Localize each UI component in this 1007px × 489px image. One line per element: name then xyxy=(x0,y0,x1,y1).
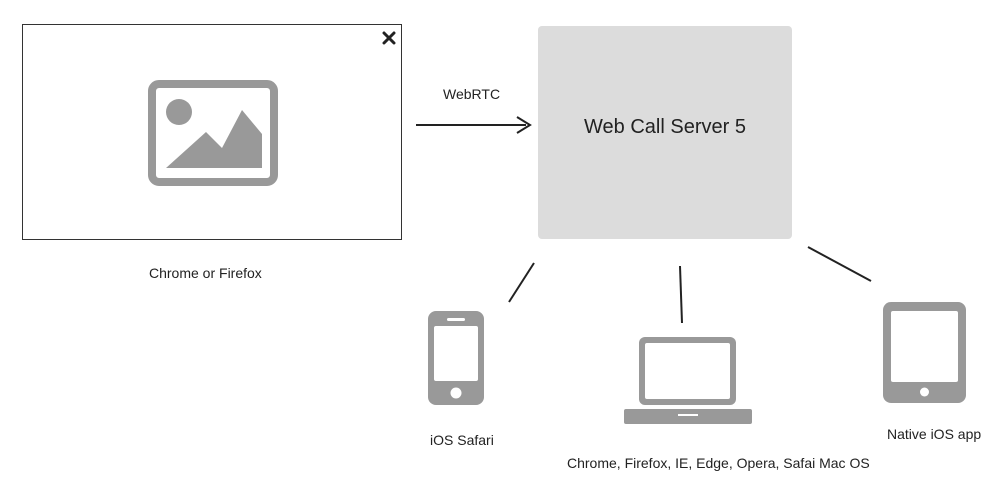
tablet-icon xyxy=(883,302,966,403)
connector-desktop xyxy=(679,265,683,324)
smartphone-icon xyxy=(428,311,484,405)
webrtc-arrow xyxy=(416,116,532,134)
web-call-server-box: Web Call Server 5 xyxy=(538,26,792,239)
laptop-icon xyxy=(624,337,752,424)
client-label-native-ios: Native iOS app xyxy=(887,426,982,442)
browser-window xyxy=(22,24,402,240)
protocol-label: WebRTC xyxy=(443,86,501,102)
publisher-label: Chrome or Firefox xyxy=(149,265,262,281)
client-label-desktop: Chrome, Firefox, IE, Edge, Opera, Safai … xyxy=(567,455,870,471)
image-placeholder-icon xyxy=(148,80,278,186)
connector-native-ios xyxy=(807,246,872,282)
connector-ios-safari xyxy=(508,262,535,303)
server-label: Web Call Server 5 xyxy=(584,116,746,138)
client-label-ios-safari: iOS Safari xyxy=(430,432,494,448)
close-icon[interactable] xyxy=(382,31,396,45)
